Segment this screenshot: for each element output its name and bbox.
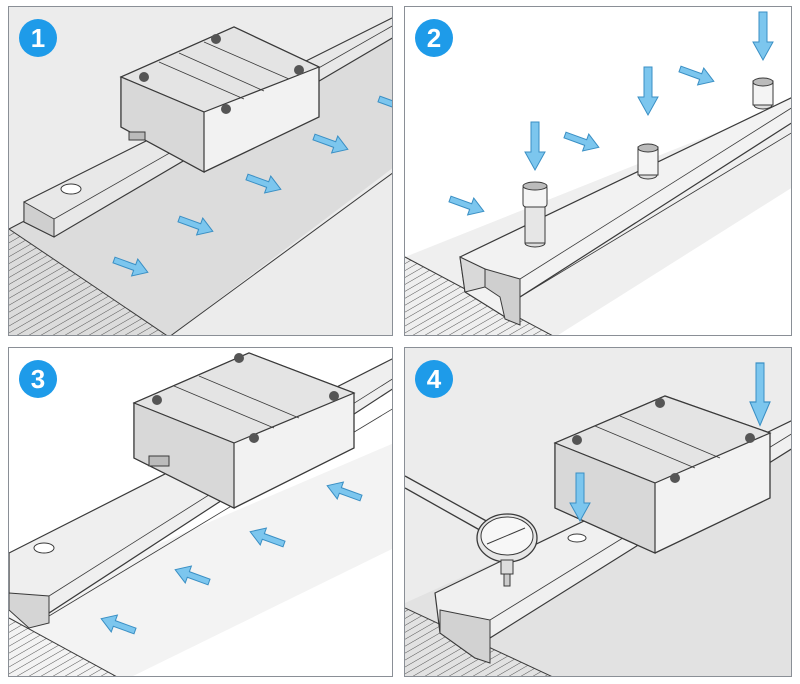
bolt-icon — [522, 181, 548, 248]
step-3-illustration — [9, 352, 392, 676]
step-4-panel: 4 — [404, 347, 792, 677]
bolt-icon — [752, 77, 774, 110]
direction-arrow-icon — [749, 362, 771, 427]
step-number-badge: 2 — [415, 19, 453, 57]
step-1-illustration — [9, 17, 392, 335]
step-1-panel: 1 — [8, 6, 393, 336]
step-2-illustration — [405, 11, 791, 335]
step-3-panel: 3 — [8, 347, 393, 677]
step-2-panel: 2 — [404, 6, 792, 336]
direction-arrow-icon — [637, 66, 659, 116]
direction-arrow-icon — [524, 121, 546, 171]
direction-arrow-icon — [446, 190, 488, 221]
direction-arrow-icon — [676, 60, 718, 91]
dial-gauge-icon — [476, 513, 538, 587]
bolt-icon — [637, 143, 659, 180]
step-4-illustration — [405, 362, 791, 676]
step-number-badge: 3 — [19, 360, 57, 398]
step-number-badge: 1 — [19, 19, 57, 57]
direction-arrow-icon — [561, 126, 603, 157]
direction-arrow-icon — [752, 11, 774, 61]
step-number-badge: 4 — [415, 360, 453, 398]
